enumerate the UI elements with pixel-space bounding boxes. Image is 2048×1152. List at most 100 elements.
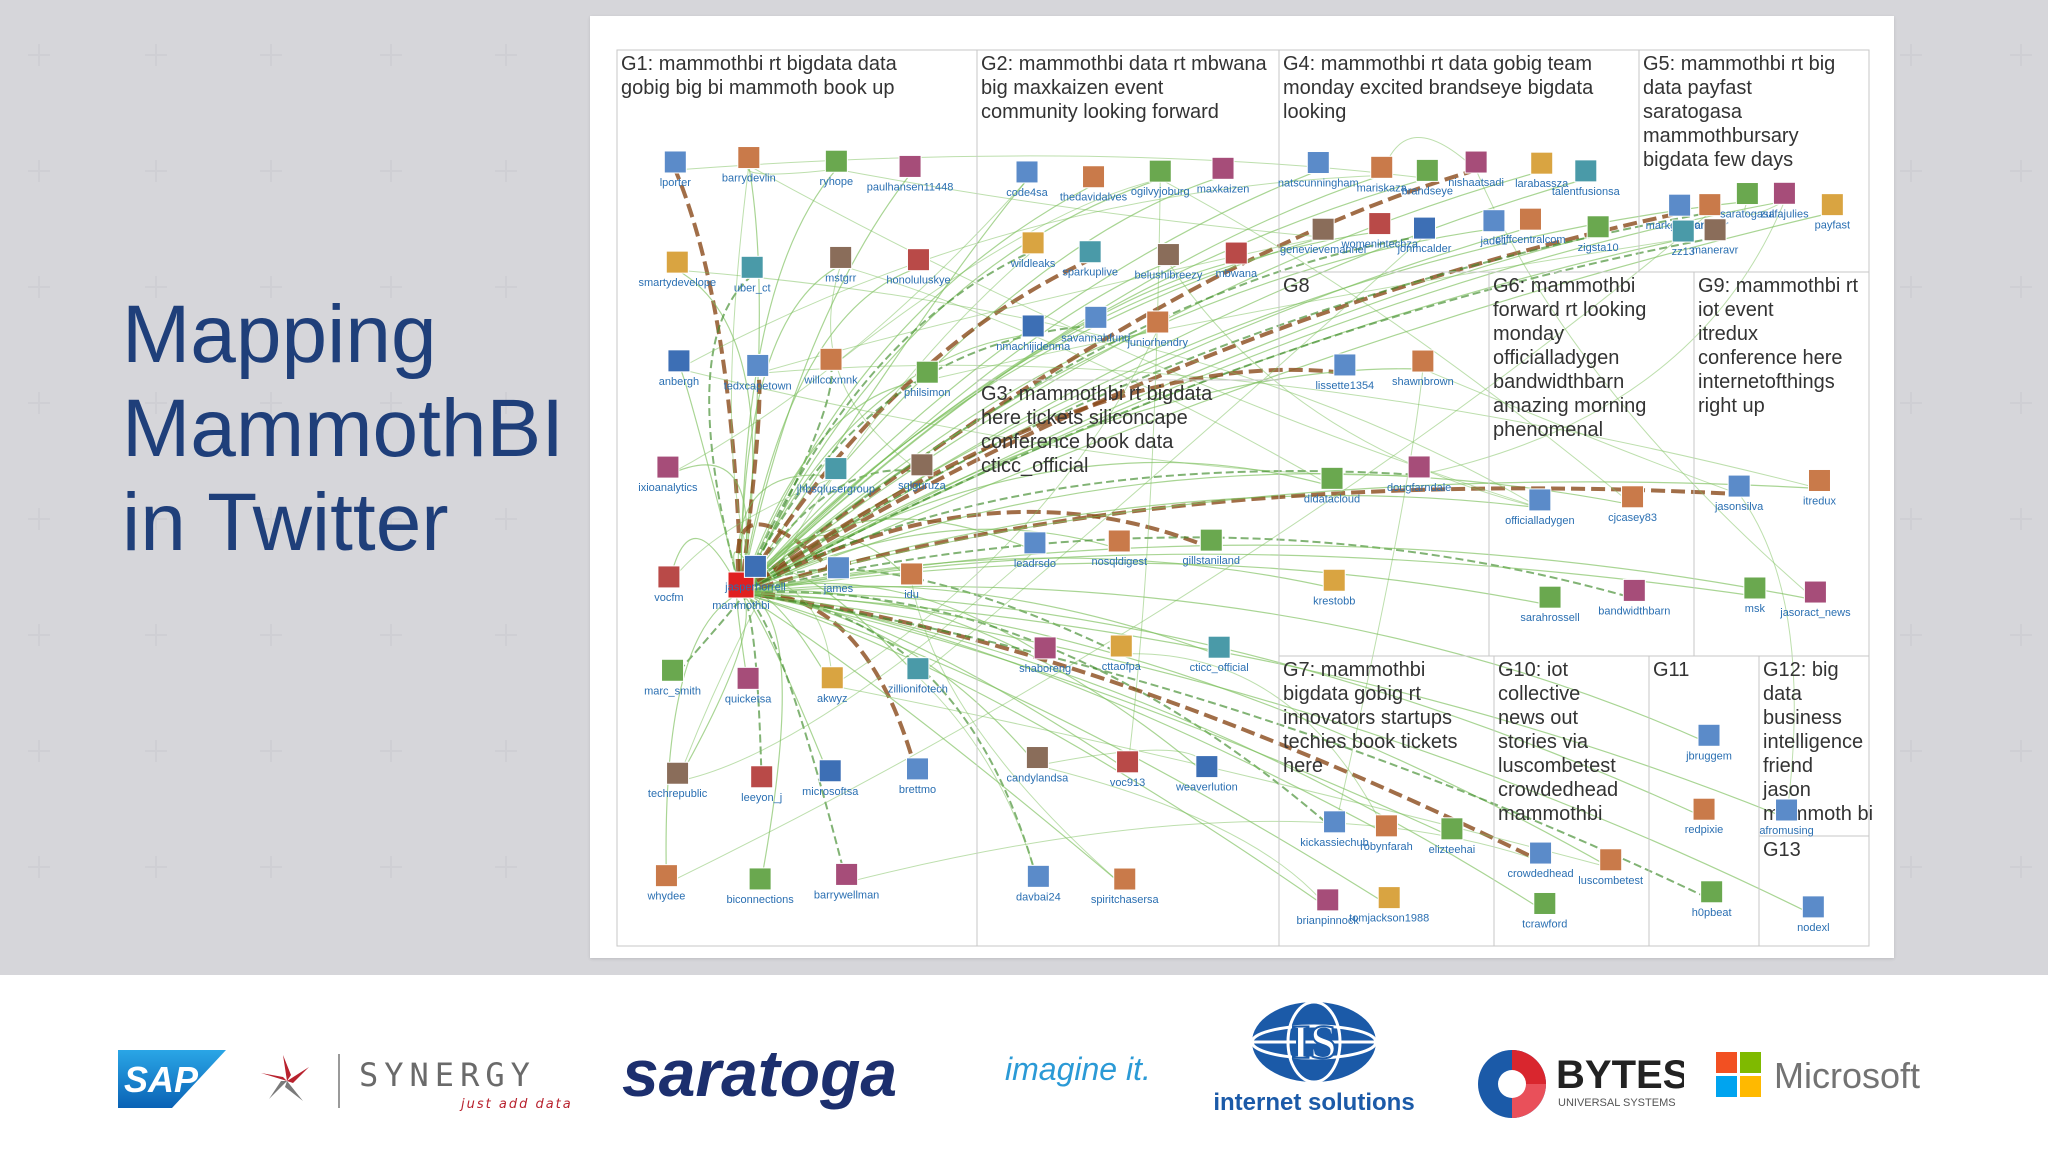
node-avatar[interactable] (750, 765, 774, 789)
node-avatar[interactable] (1530, 151, 1554, 175)
node-avatar[interactable] (826, 556, 850, 580)
node-avatar[interactable] (1622, 578, 1646, 602)
node-avatar[interactable] (1078, 240, 1102, 264)
node-avatar[interactable] (743, 554, 767, 578)
node-avatar[interactable] (1107, 529, 1131, 553)
node-avatar[interactable] (667, 349, 691, 373)
node-avatar[interactable] (1109, 634, 1133, 658)
node-avatar[interactable] (1533, 891, 1557, 915)
node-avatar[interactable] (1807, 468, 1831, 492)
node-avatar[interactable] (1306, 151, 1330, 175)
node-avatar[interactable] (1538, 585, 1562, 609)
node-avatar[interactable] (1668, 193, 1692, 217)
node-avatar[interactable] (1156, 243, 1180, 267)
node-avatar[interactable] (1775, 798, 1799, 822)
node-avatar[interactable] (1411, 349, 1435, 373)
node-avatar[interactable] (820, 666, 844, 690)
node-avatar[interactable] (1320, 466, 1344, 490)
node-avatar[interactable] (1015, 160, 1039, 184)
node-avatar[interactable] (1224, 241, 1248, 265)
node-avatar[interactable] (1021, 231, 1045, 255)
node-avatar[interactable] (656, 455, 680, 479)
node-avatar[interactable] (1803, 580, 1827, 604)
node-avatar[interactable] (1743, 576, 1767, 600)
node-avatar[interactable] (1025, 746, 1049, 770)
node-avatar[interactable] (1621, 485, 1645, 509)
node-avatar[interactable] (666, 761, 690, 785)
node-avatar[interactable] (1586, 215, 1610, 239)
node-avatar[interactable] (1033, 636, 1057, 660)
node-avatar[interactable] (829, 245, 853, 269)
node-avatar[interactable] (1370, 155, 1394, 179)
node-avatar[interactable] (906, 657, 930, 681)
node-avatar[interactable] (1322, 568, 1346, 592)
node-avatar[interactable] (1772, 181, 1796, 205)
node-avatar[interactable] (819, 347, 843, 371)
node-avatar[interactable] (915, 360, 939, 384)
node-avatar[interactable] (1801, 895, 1825, 919)
node-avatar[interactable] (1311, 217, 1335, 241)
node-avatar[interactable] (1440, 817, 1464, 841)
node-avatar[interactable] (1116, 750, 1140, 774)
node-label: barrydevlin (722, 173, 776, 185)
node-avatar[interactable] (736, 666, 760, 690)
node-avatar[interactable] (1727, 474, 1751, 498)
node-avatar[interactable] (1574, 159, 1598, 183)
node-avatar[interactable] (748, 867, 772, 891)
node-avatar[interactable] (1195, 755, 1219, 779)
node-avatar[interactable] (740, 255, 764, 279)
node-avatar[interactable] (1697, 723, 1721, 747)
node-avatar[interactable] (1820, 193, 1844, 217)
node-avatar[interactable] (900, 562, 924, 586)
node-avatar[interactable] (1148, 159, 1172, 183)
node-avatar[interactable] (1323, 810, 1347, 834)
node-avatar[interactable] (1333, 353, 1357, 377)
node-avatar[interactable] (906, 757, 930, 781)
node-avatar[interactable] (1407, 455, 1431, 479)
node-avatar[interactable] (657, 565, 681, 589)
node-avatar[interactable] (665, 250, 689, 274)
node-avatar[interactable] (1599, 848, 1623, 872)
node-avatar[interactable] (824, 457, 848, 481)
node-label: sqlguruza (898, 480, 947, 492)
node-avatar[interactable] (1413, 216, 1437, 240)
node-avatar[interactable] (818, 759, 842, 783)
node-avatar[interactable] (1026, 864, 1050, 888)
node-avatar[interactable] (1207, 635, 1231, 659)
node-avatar[interactable] (1316, 888, 1340, 912)
node-avatar[interactable] (1703, 218, 1727, 242)
node-avatar[interactable] (1084, 305, 1108, 329)
node-avatar[interactable] (1700, 880, 1724, 904)
node-avatar[interactable] (1368, 212, 1392, 236)
node-avatar[interactable] (1528, 488, 1552, 512)
node-avatar[interactable] (824, 149, 848, 173)
node-avatar[interactable] (1464, 150, 1488, 174)
node-avatar[interactable] (906, 248, 930, 272)
node-avatar[interactable] (737, 146, 761, 170)
node-avatar[interactable] (654, 864, 678, 888)
node-avatar[interactable] (663, 150, 687, 174)
node-avatar[interactable] (1377, 886, 1401, 910)
node-avatar[interactable] (1529, 841, 1553, 865)
node-avatar[interactable] (1415, 158, 1439, 182)
node-avatar[interactable] (1518, 207, 1542, 231)
node-avatar[interactable] (910, 453, 934, 477)
node-avatar[interactable] (1113, 867, 1137, 891)
node-label: ryhope (820, 176, 854, 188)
node-avatar[interactable] (1735, 182, 1759, 206)
node-avatar[interactable] (746, 353, 770, 377)
node-avatar[interactable] (1023, 531, 1047, 555)
node-avatar[interactable] (1692, 797, 1716, 821)
node-avatar[interactable] (661, 658, 685, 682)
node-avatar[interactable] (898, 154, 922, 178)
node-avatar[interactable] (835, 862, 859, 886)
node-avatar[interactable] (1082, 165, 1106, 189)
node-avatar[interactable] (1211, 156, 1235, 180)
node-avatar[interactable] (1374, 814, 1398, 838)
node-avatar[interactable] (1146, 310, 1170, 334)
node-avatar[interactable] (1671, 219, 1695, 243)
node-avatar[interactable] (1021, 314, 1045, 338)
node-avatar[interactable] (1482, 209, 1506, 233)
node-avatar[interactable] (1698, 193, 1722, 217)
node-avatar[interactable] (1199, 528, 1223, 552)
